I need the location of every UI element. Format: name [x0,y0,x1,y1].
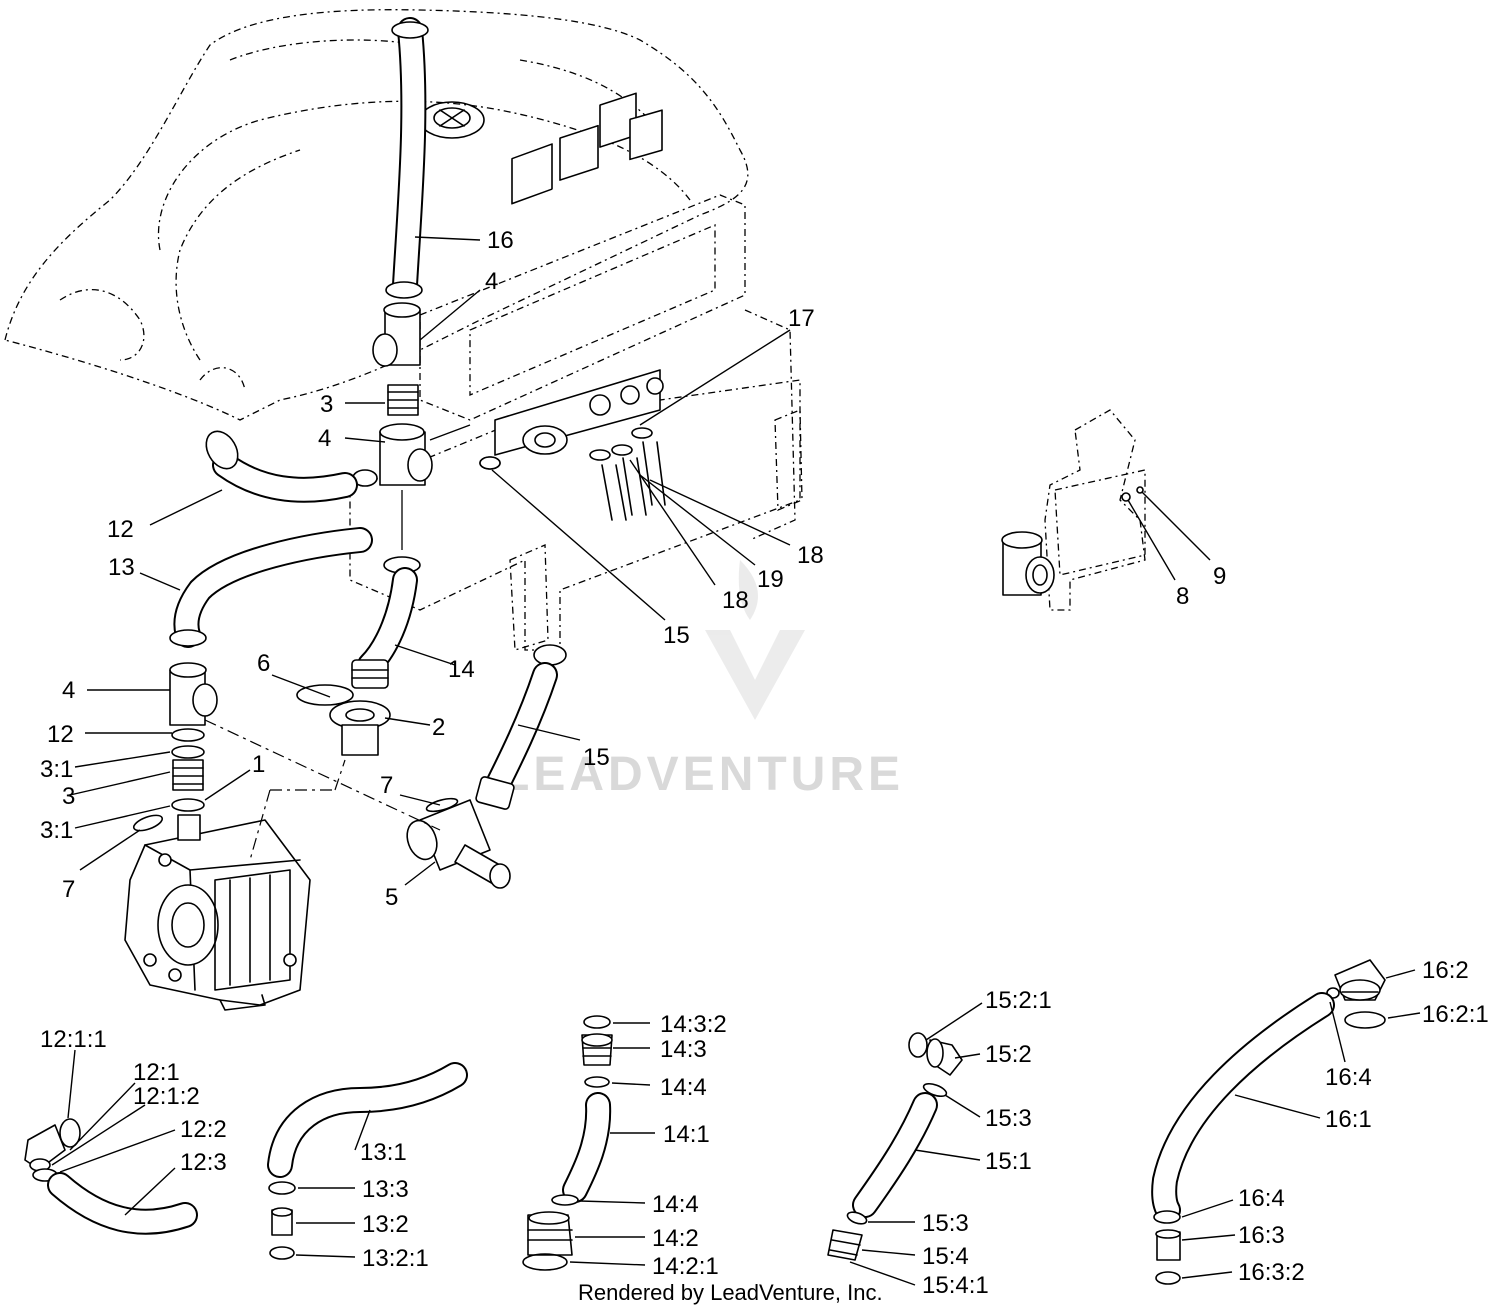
detail-13-hose [267,1062,468,1260]
bypass-hose-15 [475,644,567,810]
callout-14-3-2: 14:3:2 [660,1011,727,1038]
callout-4-lower: 4 [318,425,331,452]
callout-3-1-upper: 3:1 [40,756,73,783]
valve-manifold [479,92,666,521]
pressure-hose-14 [351,556,421,689]
callout-16-3-2: 16:3:2 [1238,1259,1305,1286]
callout-12-pump: 12 [47,721,74,748]
callout-15-3-lower: 15:3 [922,1210,969,1237]
callout-14-3: 14:3 [660,1036,707,1063]
tee-fitting-upper [372,302,421,367]
callout-15-2-1: 15:2:1 [985,987,1052,1014]
callout-7-outlet: 7 [380,772,393,799]
callout-2: 2 [432,714,445,741]
hose-clamp-valve [479,456,501,470]
callout-13-2: 13:2 [362,1211,409,1238]
detail-14-hose [522,1015,613,1271]
callout-3-pump: 3 [62,783,75,810]
detail-12-elbow [24,1118,198,1235]
watermark-text: LEADVENTURE [500,748,904,801]
callout-3-upper: 3 [320,391,333,418]
callout-5: 5 [385,884,398,911]
pump-inlet-tee [169,662,218,742]
callout-14: 14 [448,656,475,683]
watermark-logo [705,560,805,720]
callout-14-2-1: 14:2:1 [652,1253,719,1280]
pump-inlet-nipple [171,745,205,812]
callout-16-4-lower: 16:4 [1238,1185,1285,1212]
callout-15-1: 15:1 [985,1148,1032,1175]
callout-9: 9 [1213,563,1226,590]
gauge-port-fitting [296,684,391,756]
callout-16: 16 [487,227,514,254]
callout-15-lower: 15 [583,744,610,771]
leader-lines [51,236,1421,1286]
callout-14-4-lower: 14:4 [652,1191,699,1218]
callout-1: 1 [252,751,265,778]
nipple-fitting [387,384,419,416]
tee-fitting-lower [352,423,433,550]
diaphragm-pump [124,814,311,1011]
o-ring-pump [132,814,164,832]
callout-15-2: 15:2 [985,1041,1032,1068]
detail-16-hose [1151,959,1386,1285]
callout-17: 17 [788,305,815,332]
callout-12-upper: 12 [107,516,134,543]
callout-14-2: 14:2 [652,1225,699,1252]
callout-18-right: 18 [797,542,824,569]
callout-4-pump: 4 [62,677,75,704]
tank-outline [4,9,749,421]
callout-12-1-1: 12:1:1 [40,1026,107,1053]
callout-8: 8 [1176,583,1189,610]
callouts: 16 4 3 4 17 12 13 18 19 18 15 9 8 6 14 4… [40,227,1226,911]
callout-3-1-lower: 3:1 [40,817,73,844]
callout-12-1-2: 12:1:2 [133,1083,200,1110]
callout-15-3-upper: 15:3 [985,1105,1032,1132]
callout-16-4-upper: 16:4 [1325,1064,1372,1091]
callout-13-1: 13:1 [360,1139,407,1166]
callout-14-1: 14:1 [663,1121,710,1148]
suction-hose-12 [205,430,358,503]
callout-18-left: 18 [722,587,749,614]
callout-13-2-1: 13:2:1 [362,1245,429,1272]
outlet-fitting [406,797,511,889]
detail-callouts: 12:1:1 12:1 12:1:2 12:2 12:3 13:1 13:3 1… [40,957,1489,1299]
callout-4-upper: 4 [485,268,498,295]
callout-13-3: 13:3 [362,1176,409,1203]
inset-bracket-assembly [1001,409,1146,611]
callout-14-4-upper: 14:4 [660,1074,707,1101]
callout-13: 13 [108,554,135,581]
callout-15-upper: 15 [663,622,690,649]
callout-19: 19 [757,566,784,593]
standpipe-hose-16 [385,17,429,299]
callout-12-1: 12:1 [133,1059,180,1086]
callout-16-1: 16:1 [1325,1106,1372,1133]
callout-12-2: 12:2 [180,1116,227,1143]
callout-16-2: 16:2 [1422,957,1469,984]
callout-15-4: 15:4 [922,1243,969,1270]
detail-15-hose [827,1032,963,1261]
callout-6: 6 [257,650,270,677]
callout-16-2-1: 16:2:1 [1422,1001,1489,1028]
callout-7-pump: 7 [62,876,75,903]
render-credit: Rendered by LeadVenture, Inc. [578,1280,883,1305]
callout-15-4-1: 15:4:1 [922,1272,989,1299]
callout-12-3: 12:3 [180,1149,227,1176]
dashed-assembly-lines [204,719,441,861]
hose-13 [169,527,373,648]
callout-16-3: 16:3 [1238,1222,1285,1249]
